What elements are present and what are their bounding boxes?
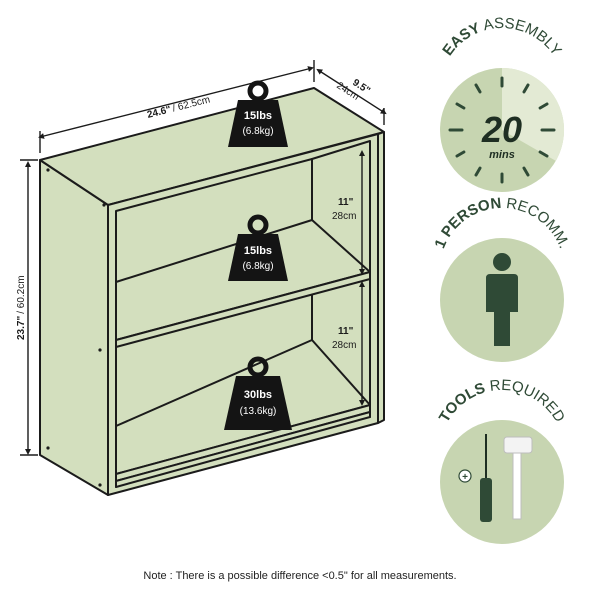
left-side-panel [39,159,109,496]
shelf-gap-bottom-cm: 28cm [332,340,356,351]
clock-tick [455,102,466,110]
clock-icon [502,67,565,161]
badge-one-person: 1 PERSON RECOMM. [431,195,573,362]
svg-text:EASY ASSEMBLY: EASY ASSEMBLY [439,15,565,59]
bookshelf [39,87,385,496]
svg-text:23.7"/ 60.2cm: 23.7" / 60.2cm [16,275,27,340]
screwdriver-icon: + [458,434,492,522]
weight-middle-lbs: 15lbs [244,245,272,257]
width-cm: / 62.5cm [171,94,211,114]
tools-title-rest: REQUIRED [489,377,568,426]
shelf-gap-top-cm: 28cm [332,211,356,222]
tools-title-bold: TOOLS [436,380,488,426]
clock-tick [522,166,530,177]
measurement-note: Note : There is a possible difference <0… [143,570,457,582]
assembly-unit: mins [489,149,515,161]
shelf-board-upper-front [115,271,371,348]
clock-ticks [448,76,556,184]
assembly-title-bold: EASY [439,20,483,59]
clock-tick [474,166,482,177]
weight-top-lbs: 15lbs [244,110,272,122]
clock-tick [474,83,482,94]
assembly-title-rest: ASSEMBLY [482,15,565,59]
badge-tools-required: TOOLS REQUIRED + [436,377,568,544]
height-inches: 23.7" [16,316,27,340]
width-inches: 24.6" [146,104,172,121]
assembly-minutes: 20 [481,109,522,150]
badge-easy-assembly: EASY ASSEMBLY 20 mins [439,15,565,192]
weight-middle-kg: (6.8kg) [242,261,273,272]
height-cm: / 60.2cm [16,275,27,313]
svg-text:+: + [462,472,468,483]
weight-bottom-lbs: 30lbs [244,389,272,401]
person-icon [486,253,518,346]
clock-tick [455,150,466,158]
clock-tick [538,150,549,158]
shelf-gap-top-inches: 11" [338,197,354,208]
screwdriver-hammer-icon: + [458,434,533,522]
clock-tick [538,102,549,110]
dimension-lines [20,60,387,456]
weight-icon-top: 15lbs (6.8kg) [228,80,288,147]
weight-icon-middle: 15lbs (6.8kg) [228,214,288,281]
weight-icon-bottom: 30lbs (13.6kg) [224,356,292,430]
weight-bottom-kg: (13.6kg) [240,406,277,417]
clock-tick [522,83,530,94]
hammer-icon [503,436,533,520]
shelf-gap-bottom-inches: 11" [338,326,354,337]
bottom-board-front [115,411,371,488]
screw-holes [46,168,106,487]
weight-top-kg: (6.8kg) [242,126,273,137]
svg-text:TOOLS REQUIRED: TOOLS REQUIRED [436,377,568,426]
